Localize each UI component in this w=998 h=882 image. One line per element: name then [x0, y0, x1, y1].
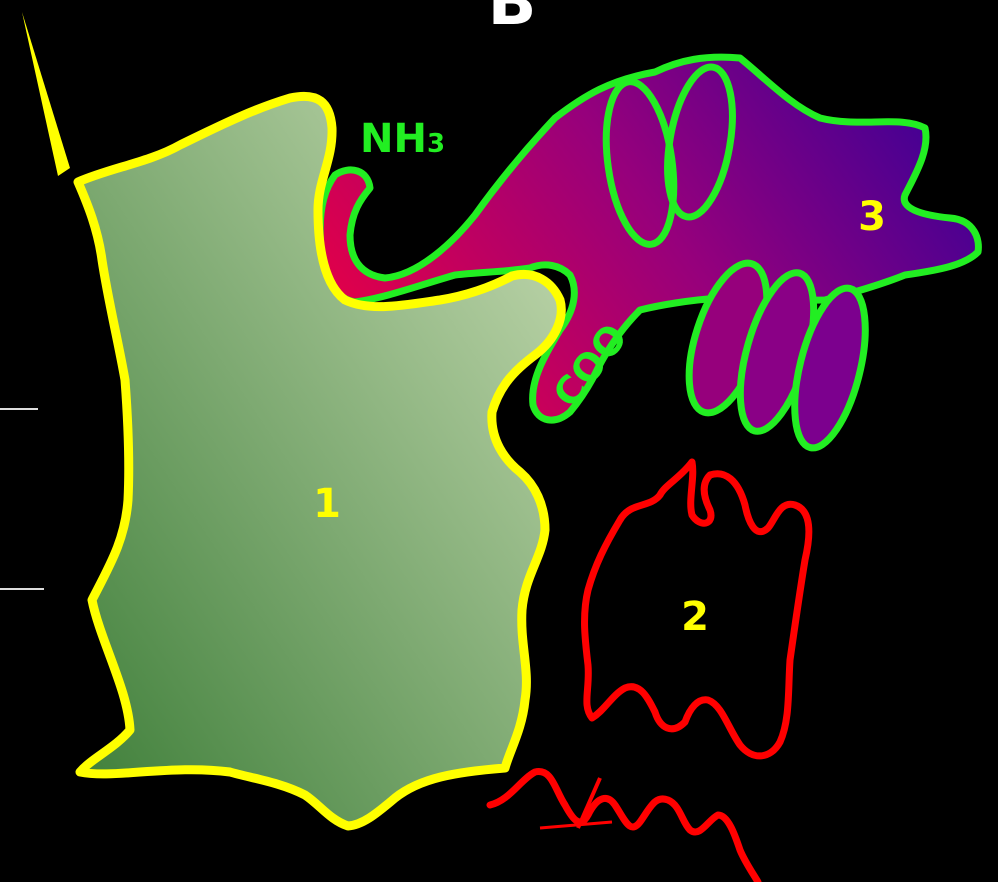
amino-terminus-label: NH3 [360, 116, 445, 162]
red-squiggle-tail [490, 772, 758, 882]
figure-letter: B [488, 0, 537, 40]
amino-terminus-subscript: 3 [427, 129, 445, 159]
region-3-label: 3 [858, 194, 886, 240]
yellow-spike [22, 12, 70, 176]
amino-terminus-text: NH [360, 116, 427, 162]
region-1-label: 1 [313, 481, 341, 527]
region-2-label: 2 [681, 594, 709, 640]
